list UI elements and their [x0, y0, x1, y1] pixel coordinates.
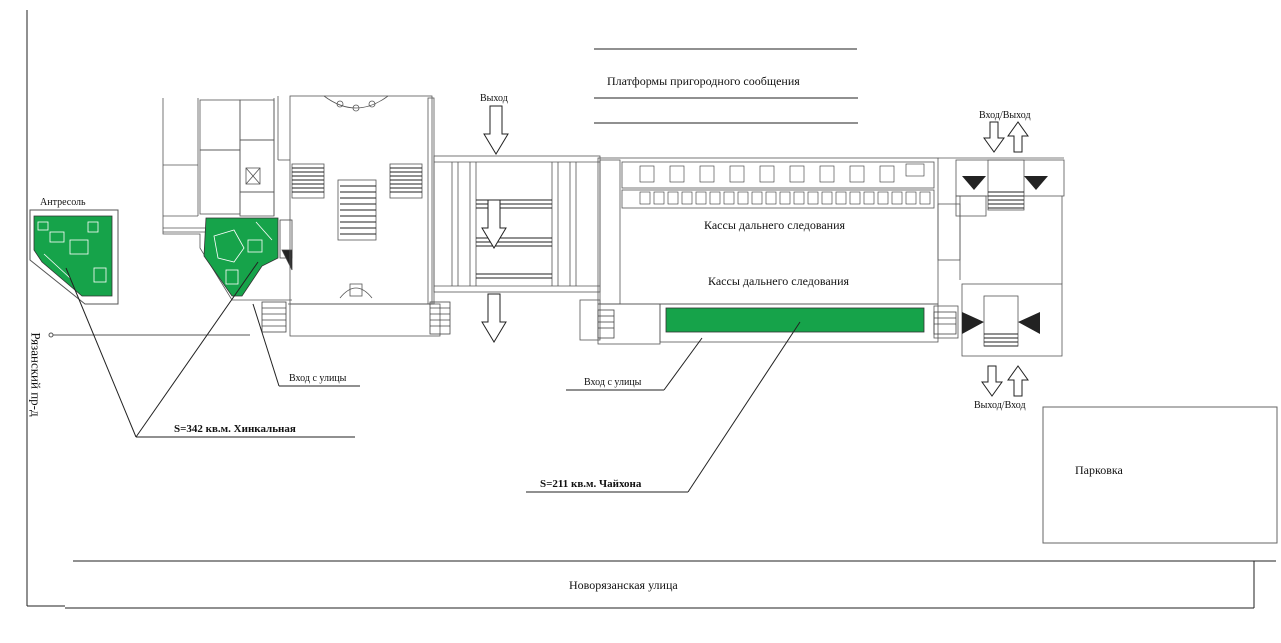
- left-building-plan: [162, 98, 292, 301]
- stairs-hall: [292, 167, 422, 235]
- exit-top-label: Выход: [480, 93, 508, 104]
- kiosk-row: [639, 163, 931, 205]
- street-bottom-label: Новорязанская улица: [569, 578, 678, 592]
- arrow-down-icon: [981, 365, 1003, 397]
- stairs-passage: [476, 199, 552, 279]
- platforms-label: Платформы пригородного сообщения: [607, 74, 800, 88]
- central-hall-plan: [277, 95, 441, 337]
- street-side-label: Рязанский пр-д: [28, 332, 44, 417]
- ticket-office-label-2: Кассы дальнего следования: [708, 274, 850, 288]
- arrow-up-icon: [1007, 365, 1029, 397]
- ticket-hall-plan: [579, 157, 1064, 345]
- stairs-triangles: [962, 176, 1048, 334]
- entrance-exit-top-right-label: Вход/Выход: [979, 110, 1031, 121]
- chaikhona-label: S=211 кв.м. Чайхона: [540, 478, 642, 490]
- ticket-office-label-1: Кассы дальнего следования: [704, 218, 846, 232]
- platform-lines: [594, 48, 858, 124]
- axis-marker: [48, 332, 250, 338]
- mezzanine-label: Антресоль: [40, 197, 86, 208]
- exit-entrance-bottom-right-label: Выход/Вход: [974, 400, 1026, 411]
- leader-lines: [65, 261, 801, 493]
- khinkalnaya-label: S=342 кв.м. Хинкальная: [174, 423, 296, 435]
- mezzanine-highlight: [33, 215, 113, 297]
- khinkalnaya-highlight: [203, 217, 279, 297]
- arrow-down-icon: [483, 105, 509, 155]
- parking-label: Парковка: [1075, 463, 1123, 477]
- mezzanine-plan: [29, 209, 119, 305]
- passage-plan: [433, 155, 601, 293]
- arrow-up-icon: [1007, 121, 1029, 153]
- parking-area: [1042, 406, 1278, 544]
- street-entrance-middle-label: Вход с улицы: [584, 377, 642, 388]
- arrow-down-icon: [481, 199, 507, 249]
- stairs-right: [984, 191, 1024, 347]
- arrow-down-icon: [983, 121, 1005, 153]
- street-entrance-left-label: Вход с улицы: [289, 373, 347, 384]
- chaikhona-highlight: [665, 307, 925, 333]
- arrow-down-icon: [481, 293, 507, 343]
- site-boundary: [26, 10, 1276, 609]
